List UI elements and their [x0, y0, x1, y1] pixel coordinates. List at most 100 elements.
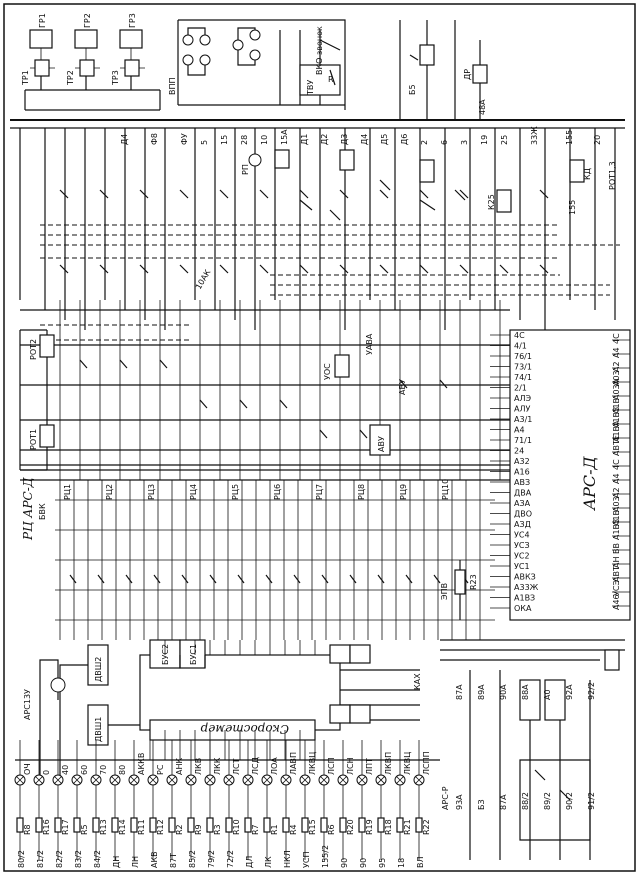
lamp-cross — [130, 776, 138, 784]
diode-icon — [321, 574, 329, 584]
top-wire-label: 3 — [460, 140, 469, 145]
switch-contact-icon — [539, 264, 549, 274]
lamp-cross — [73, 776, 81, 784]
resistor-icon — [320, 817, 328, 833]
uos-label: УОС — [323, 363, 332, 380]
ars-d-left-pin-label: 2/1 — [514, 384, 527, 393]
lamp-cross — [263, 776, 271, 784]
bus1-label: БУС1 — [189, 644, 198, 665]
resistor-icon — [377, 817, 385, 833]
resistor-label: R17 — [61, 819, 70, 835]
switch-contact-icon — [299, 189, 309, 199]
bvk-label: БВК — [38, 503, 47, 520]
resistor-icon — [54, 817, 62, 833]
rc-rail-label: РЦ3 — [147, 484, 156, 500]
ars-d-left-pin-label: ДВА — [514, 489, 532, 498]
wire-label: 80/2 — [17, 850, 26, 868]
resistor-label: R13 — [99, 819, 108, 835]
bottom-label: 87А — [499, 794, 508, 810]
ars-d-right-pin-label: А4 — [612, 473, 621, 484]
top-bus — [10, 119, 625, 129]
top-wire-label: Ф8 — [150, 133, 159, 145]
bottom-label: 88А — [521, 684, 530, 700]
left-lamp-column: ОЧR880/20R1681/240R1782/260R583/270R1384… — [14, 740, 440, 868]
n155-label: 155 — [568, 200, 577, 215]
ars-d-left-pin-label: АЗД — [514, 520, 531, 529]
top-wire-label: Д6 — [400, 134, 409, 145]
avu-box — [369, 424, 391, 456]
bottom-label: 92А — [565, 684, 574, 700]
rot1-label: РОТ1 — [29, 429, 38, 450]
top-wire-label: Д3 — [340, 134, 349, 145]
epv-label: ЭПВ — [440, 583, 449, 600]
resistor-label: R2 — [175, 824, 184, 835]
top-wire-label: 33Ж — [530, 126, 539, 145]
contact-icon — [359, 429, 368, 439]
contact-icon — [79, 359, 88, 369]
rp-label: РП — [241, 164, 250, 175]
pk-box-2 — [349, 644, 371, 664]
ars-d-left-pin-label: УС2 — [514, 552, 530, 561]
speaker-block — [24, 29, 161, 111]
contact-icon — [239, 399, 248, 409]
ars-d-left-pin-label: А4 — [514, 426, 525, 435]
lamp-cross — [339, 776, 347, 784]
relay-d23-box — [604, 649, 620, 671]
resistor-label: R8 — [23, 824, 32, 835]
resistor-label: R3 — [213, 824, 222, 835]
lamp-label: ЛКВ — [194, 758, 203, 775]
lamp-cross — [282, 776, 290, 784]
diode-icon — [153, 574, 161, 584]
ars-d-left-pin-label: АЛЭ — [514, 394, 531, 403]
resistor-label: R7 — [251, 824, 260, 835]
resistor-icon — [149, 817, 157, 833]
lamp-cross — [111, 776, 119, 784]
top-wire-label: 19 — [480, 135, 489, 145]
lamp-label: ЛОА — [270, 757, 279, 775]
wire-label: 82/2 — [55, 850, 64, 868]
bottom-label: 91/2 — [587, 792, 596, 810]
lamp-cross — [415, 776, 423, 784]
switch-contact-icon — [179, 189, 189, 199]
resistor-label: R12 — [156, 819, 165, 835]
lamp-cross — [187, 776, 195, 784]
diode-icon — [125, 574, 133, 584]
ars-d-right-pin-label: ВВ — [612, 543, 621, 554]
uos-box — [334, 354, 350, 378]
speaker-gr3-icon — [119, 29, 145, 77]
top-right-lamp-block — [177, 19, 488, 120]
ars-d-left-pin-label: А16 — [514, 468, 530, 477]
avu2-label: АВУ — [377, 436, 386, 452]
diode-icon — [433, 574, 441, 584]
bus2-label: БУС2 — [161, 644, 170, 665]
top-wire-label: Д4 — [360, 134, 369, 145]
wire-label: 95 — [378, 858, 387, 868]
switch-contact-icon — [179, 264, 189, 274]
bottom-label: 90/2 — [565, 792, 574, 810]
r23-resistor — [454, 569, 466, 595]
ars-d-left-pin-label: ДВО — [514, 510, 532, 519]
ars-d-right-pin-label: А03 — [612, 370, 621, 386]
wire-label: 81/2 — [36, 850, 45, 868]
diode-icon — [377, 574, 385, 584]
relay-kcn-box — [274, 149, 290, 169]
ars-r-label: АРС-Р — [441, 786, 450, 810]
top-wire-label: 5 — [200, 140, 209, 145]
pk-box-3 — [329, 704, 351, 724]
lamp-l3-icon — [182, 54, 194, 66]
lamp-rp-icon — [248, 153, 262, 167]
dvsh1-label: ДВШ1 — [94, 717, 103, 742]
ars-d-left-pin-label: 76/1 — [514, 352, 532, 361]
switch-contact-icon — [139, 264, 149, 274]
bottom-label: 87А — [455, 684, 464, 700]
bottom-label: 89/2 — [543, 792, 552, 810]
lamp-label: ЛАВП — [289, 752, 298, 775]
wire-label: ДН — [112, 856, 121, 868]
resistor-label: R6 — [327, 824, 336, 835]
resistor-icon — [225, 817, 233, 833]
top-wire-label: 6 — [440, 140, 449, 145]
contact-icon — [279, 399, 288, 409]
top-wire-label: Д2 — [320, 134, 329, 145]
ars-d-box — [509, 329, 631, 621]
